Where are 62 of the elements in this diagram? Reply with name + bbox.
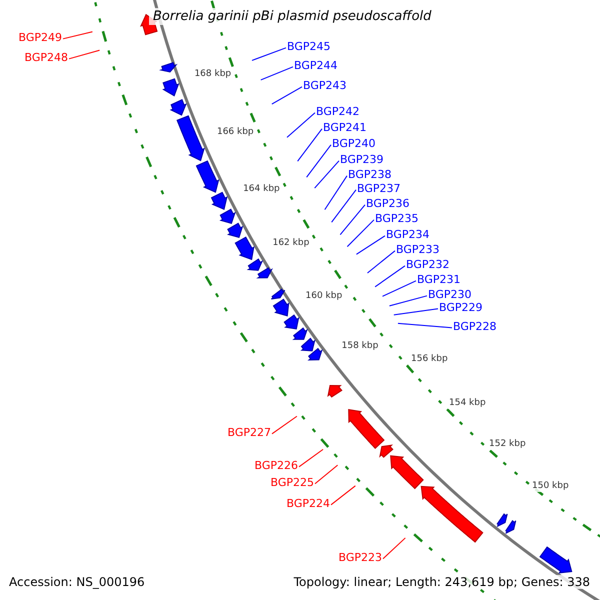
gene-label: BGP225 <box>270 476 314 489</box>
gene-label: BGP233 <box>396 243 440 256</box>
gene-label: BGP239 <box>340 153 384 166</box>
gene-label: BGP223 <box>338 551 382 564</box>
gene-label: BGP240 <box>332 137 376 150</box>
gene-label: BGP228 <box>453 320 497 333</box>
leader-line <box>331 189 356 223</box>
leader-line <box>252 47 286 61</box>
gene-label: BGP249 <box>18 31 62 44</box>
leader-line <box>272 416 298 434</box>
leader-line <box>314 464 338 484</box>
gene-label: BGP243 <box>303 79 347 92</box>
leader-line <box>271 86 302 105</box>
leader-line <box>62 31 93 40</box>
gene-label: BGP248 <box>24 51 68 64</box>
scale-label: 154 kbp <box>448 398 487 409</box>
gene-label: BGP232 <box>406 258 450 271</box>
scale-label: 152 kbp <box>488 439 527 450</box>
leader-line <box>260 66 294 80</box>
leader-line <box>286 112 316 138</box>
scale-label: 162 kbp <box>272 238 310 250</box>
gene-label: BGP227 <box>227 426 271 439</box>
gene-label: BGP224 <box>286 497 330 510</box>
scale-label: 160 kbp <box>304 290 344 302</box>
gene-label: BGP231 <box>417 273 461 286</box>
leader-line <box>324 175 348 210</box>
leader-line <box>382 537 406 560</box>
leader-line <box>314 160 340 189</box>
leader-line <box>382 280 416 297</box>
gene-label: BGP242 <box>316 105 360 118</box>
scale-label: 168 kbp <box>193 69 232 80</box>
leader-line <box>397 322 452 328</box>
gene-label: BGP244 <box>294 59 338 72</box>
gene-label: BGP245 <box>287 40 331 53</box>
leader-line <box>393 308 438 316</box>
scale-label: 150 kbp <box>531 481 570 492</box>
leader-line <box>68 50 100 60</box>
leader-line <box>346 219 374 248</box>
leader-line <box>374 265 406 288</box>
gene-label: BGP238 <box>348 168 392 181</box>
leader-line <box>298 448 324 468</box>
leader-line <box>356 235 386 255</box>
leader-line <box>297 128 322 162</box>
gene-label: BGP234 <box>386 228 430 241</box>
gene-label: BGP241 <box>323 121 367 134</box>
scale-label: 156 kbp <box>410 354 449 365</box>
scale-label: 164 kbp <box>242 184 281 195</box>
leader-line <box>330 485 356 506</box>
scale-label: 158 kbp <box>340 341 380 352</box>
gene-label: BGP226 <box>254 459 298 472</box>
summary-text: Topology: linear; Length: 243,619 bp; Genes: 338 <box>294 575 590 589</box>
leader-line <box>340 204 366 236</box>
gene-label: BGP237 <box>357 182 401 195</box>
gene-label: BGP236 <box>366 197 410 210</box>
leader-line <box>388 295 428 306</box>
scale-label: 166 kbp <box>216 127 255 138</box>
gene-label: BGP230 <box>428 288 472 301</box>
gene-label: BGP235 <box>375 212 419 225</box>
gene-label: BGP229 <box>439 301 483 314</box>
leader-line <box>306 144 332 178</box>
leader-line <box>366 250 396 274</box>
accession-text: Accession: NS_000196 <box>9 575 145 589</box>
